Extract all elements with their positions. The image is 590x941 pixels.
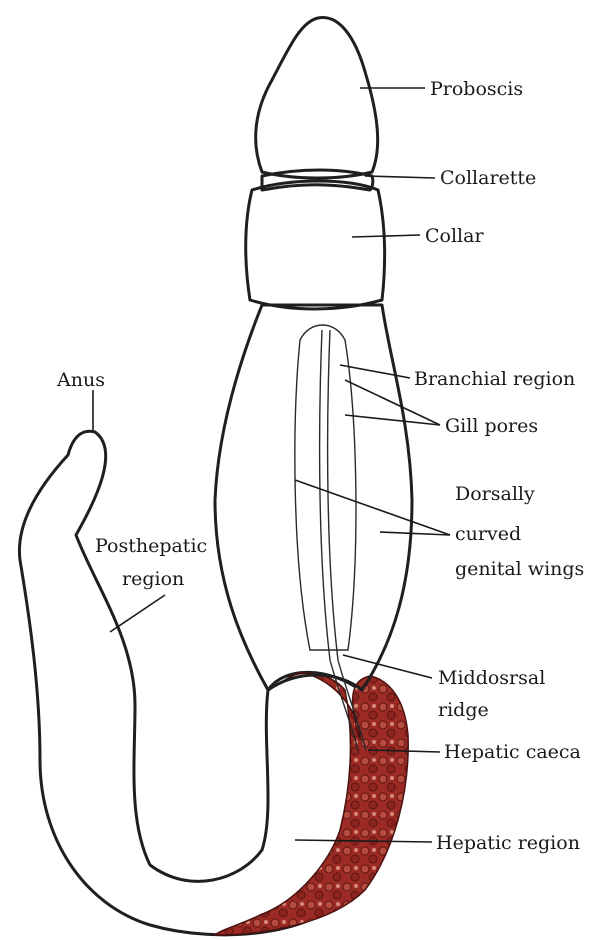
leader-genital-2 bbox=[380, 532, 450, 535]
label-middorsal-line2: ridge bbox=[438, 699, 489, 721]
label-hepatic-region: Hepatic region bbox=[436, 832, 580, 854]
label-branchial-region: Branchial region bbox=[414, 368, 575, 390]
label-proboscis: Proboscis bbox=[430, 78, 523, 100]
label-hepatic-caeca: Hepatic caeca bbox=[444, 741, 581, 763]
middorsal-ridge-line bbox=[320, 330, 358, 750]
trunk-genital-wings bbox=[215, 305, 412, 690]
label-collar: Collar bbox=[425, 225, 484, 247]
label-posthepatic-line2: region bbox=[122, 568, 184, 590]
label-posthepatic-line1: Posthepatic bbox=[95, 535, 207, 557]
proboscis-shape bbox=[256, 18, 378, 178]
leader-genital-1 bbox=[295, 480, 450, 535]
leader-hepatic-region bbox=[295, 840, 432, 842]
leader-posthepatic bbox=[110, 595, 165, 632]
leader-collarette bbox=[365, 176, 435, 178]
label-gill-pores: Gill pores bbox=[445, 415, 538, 437]
label-middorsal-line1: Middosrsal bbox=[438, 667, 545, 689]
label-genital-line1: Dorsally bbox=[455, 483, 535, 505]
leader-collar bbox=[352, 235, 420, 237]
collar-shape bbox=[246, 181, 385, 309]
hepatic-caeca-shape bbox=[215, 672, 408, 935]
leader-gill-pores-2 bbox=[345, 415, 440, 425]
leader-middorsal bbox=[343, 655, 432, 678]
label-genital-line2: curved bbox=[455, 523, 521, 545]
branchial-column bbox=[295, 325, 356, 650]
label-anus: Anus bbox=[56, 369, 105, 391]
label-collarette: Collarette bbox=[440, 167, 536, 189]
posthepatic-region-shape bbox=[19, 431, 369, 935]
label-genital-line3: genital wings bbox=[455, 558, 584, 580]
